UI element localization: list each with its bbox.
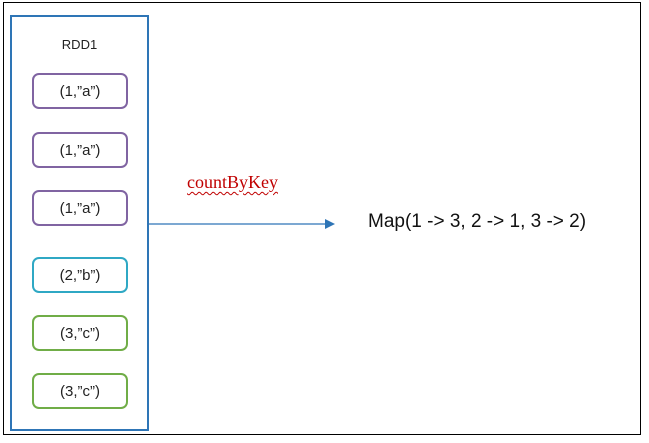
rdd-item-1: (1,”a”)	[32, 73, 128, 109]
result-map: Map(1 -> 3, 2 -> 1, 3 -> 2)	[368, 211, 587, 232]
diagram-frame	[3, 2, 641, 435]
arrow-head	[325, 219, 335, 229]
countbykey-label: countByKey	[187, 172, 278, 192]
rdd-item-6: (3,”c”)	[32, 373, 128, 409]
rdd-item-3: (1,”a”)	[32, 190, 128, 226]
rdd-item-5: (3,”c”)	[32, 315, 128, 351]
rdd1-container: RDD1 (1,”a”) (1,”a”) (1,”a”) (2,”b”) (3,…	[10, 15, 149, 431]
rdd-item-2: (1,”a”)	[32, 132, 128, 168]
rdd-item-4: (2,”b”)	[32, 257, 128, 293]
transform-arrow	[149, 219, 335, 229]
rdd1-title: RDD1	[61, 37, 98, 52]
